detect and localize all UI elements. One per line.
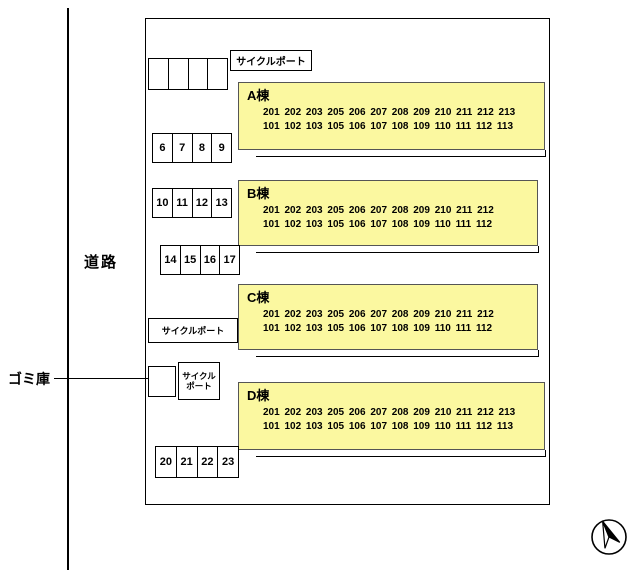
building-a-entrance-line [256, 150, 546, 157]
parking-space-17: 17 [220, 246, 239, 274]
parking-space-13: 13 [212, 189, 231, 217]
garbage-store-label: ゴミ庫 [8, 371, 50, 387]
parking-stall [189, 59, 209, 89]
parking-space-number: 10 [156, 197, 169, 209]
parking-space-8: 8 [193, 134, 213, 162]
parking-space-number: 8 [198, 142, 205, 154]
parking-space-6: 6 [153, 134, 173, 162]
parking-space-number: 13 [215, 197, 228, 209]
building-b-entrance-line [256, 246, 539, 253]
building-b: B棟 201 202 203 205 206 207 208 209 210 2… [238, 180, 538, 246]
parking-space-number: 9 [218, 142, 225, 154]
parking-space-number: 11 [176, 197, 188, 209]
building-d-floor1-rooms: 101 102 103 105 106 107 108 109 110 111 … [263, 421, 514, 432]
cycle-port-middle-label: サイクルポート [161, 326, 225, 336]
cycle-port-small-line1: サイクル [182, 371, 216, 381]
parking-group-20-23: 20 21 22 23 [155, 446, 239, 478]
building-d-floor2-rooms: 201 202 203 205 206 207 208 209 210 211 … [263, 407, 516, 418]
parking-space-number: 20 [159, 456, 172, 468]
parking-space-16: 16 [201, 246, 221, 274]
building-c-floor2-rooms: 201 202 203 205 206 207 208 209 210 211 … [263, 309, 494, 320]
garbage-leader-line [54, 378, 148, 379]
parking-space-20: 20 [156, 447, 177, 477]
parking-space-number: 12 [195, 197, 208, 209]
parking-space-number: 6 [159, 142, 166, 154]
building-c: C棟 201 202 203 205 206 207 208 209 210 2… [238, 284, 538, 350]
cycle-port-small-label: サイクル ポート [182, 371, 216, 391]
parking-space-number: 16 [203, 254, 216, 266]
parking-space-number: 17 [223, 254, 236, 266]
parking-stall [149, 59, 169, 89]
parking-space-number: 21 [180, 456, 193, 468]
parking-stall [208, 59, 227, 89]
cycle-port-middle: サイクルポート [148, 318, 238, 343]
building-c-name: C棟 [247, 290, 270, 305]
building-c-floor1-rooms: 101 102 103 105 106 107 108 109 110 111 … [263, 323, 493, 334]
building-c-entrance-line [256, 350, 539, 357]
cycle-port-small: サイクル ポート [178, 362, 220, 400]
parking-space-12: 12 [193, 189, 213, 217]
parking-space-22: 22 [198, 447, 219, 477]
parking-space-14: 14 [161, 246, 181, 274]
parking-space-9: 9 [212, 134, 231, 162]
cycle-port-small-line2: ポート [186, 381, 212, 391]
parking-space-7: 7 [173, 134, 193, 162]
cycle-port-top-label: サイクルポート [236, 57, 306, 68]
parking-space-number: 23 [222, 456, 235, 468]
parking-space-number: 15 [184, 254, 197, 266]
parking-space-10: 10 [153, 189, 173, 217]
parking-group-10-13: 10 11 12 13 [152, 188, 232, 218]
parking-stalls-unnumbered [148, 58, 228, 90]
parking-space-number: 14 [164, 254, 177, 266]
building-a-floor2-rooms: 201 202 203 205 206 207 208 209 210 211 … [263, 107, 516, 118]
parking-group-6-9: 6 7 8 9 [152, 133, 232, 163]
cycle-port-top: サイクルポート [230, 50, 312, 71]
parking-space-number: 22 [201, 456, 214, 468]
parking-group-14-17: 14 15 16 17 [160, 245, 240, 275]
property-boundary [145, 18, 550, 505]
building-a-floor1-rooms: 101 102 103 105 106 107 108 109 110 111 … [263, 121, 514, 132]
parking-space-15: 15 [181, 246, 201, 274]
building-b-floor2-rooms: 201 202 203 205 206 207 208 209 210 211 … [263, 205, 494, 216]
road-label: 道路 [84, 254, 119, 271]
building-b-floor1-rooms: 101 102 103 105 106 107 108 109 110 111 … [263, 219, 493, 230]
parking-space-23: 23 [218, 447, 238, 477]
parking-space-21: 21 [177, 447, 198, 477]
building-a-name: A棟 [247, 88, 270, 103]
building-d-name: D棟 [247, 388, 270, 403]
parking-space-number: 7 [179, 142, 186, 154]
building-d: D棟 201 202 203 205 206 207 208 209 210 2… [238, 382, 545, 450]
parking-stall [169, 59, 189, 89]
building-b-name: B棟 [247, 186, 270, 201]
parking-space-11: 11 [173, 189, 193, 217]
building-a: A棟 201 202 203 205 206 207 208 209 210 2… [238, 82, 545, 150]
road-edge-line [67, 8, 69, 570]
garbage-store-box [148, 366, 176, 397]
building-d-entrance-line [256, 450, 546, 457]
compass-icon [591, 519, 627, 555]
